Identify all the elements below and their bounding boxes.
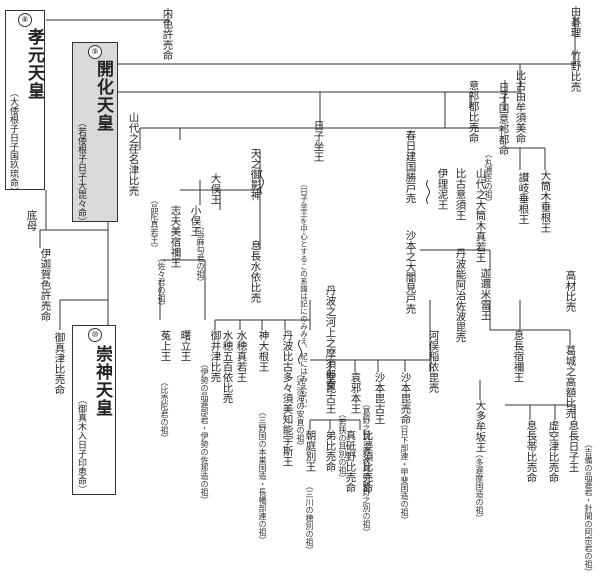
person-igahime: 伊迦賀色許売命 xyxy=(39,248,52,322)
note-hikoimasu: （日子坐王を中心とするこの系譜は記にのみみえ、紀にはみえない） xyxy=(299,180,309,413)
person-takaki: 高材比売 xyxy=(564,270,577,312)
note-yamashiro: （品陀真若王） xyxy=(150,196,159,252)
person-akerutachi: 曙立王 xyxy=(179,330,192,362)
person-hikokunibuku: 日子国意祁都命 xyxy=(497,82,510,156)
person-okine: 大俣王 xyxy=(209,173,222,205)
note-saohiko: （葛野之別・近淡海の蚊野之別の祖） xyxy=(362,400,371,536)
emperor-number-kogen: ⑧ xyxy=(18,13,32,27)
person-sekkiyama: 底母 xyxy=(25,210,38,231)
person-otohime: 弟比売命 xyxy=(324,430,337,472)
person-yamashiro2: 山代之大筒木真若王 xyxy=(474,168,487,263)
note-okinagahiko: （吉備の品遅君・針間の阿宗君の祖） xyxy=(584,440,593,576)
note-kuru: （丸邇臣の祖） xyxy=(484,150,493,206)
person-unakami: 菟上王 xyxy=(159,330,172,362)
emperor-name-kogen: 孝元天皇 xyxy=(24,28,44,100)
person-uchishikome: 内色許売命 xyxy=(161,8,174,61)
emperor-number-sujin: ⑩ xyxy=(88,328,102,342)
person-okinagamizuyori: 息長水依比売 xyxy=(249,240,262,303)
person-ibarami: 伊理泥王 xyxy=(436,168,449,210)
person-hibasu: 比婆須比売命 xyxy=(361,430,374,493)
genealogy-lines xyxy=(39,12,576,430)
note-unakami: （比売陀君の祖） xyxy=(160,378,169,442)
emperor-number-kaika: ⑨ xyxy=(88,45,102,59)
person-mimatsu: 御井津比売 xyxy=(209,330,222,383)
note-hiko: （日下部連・甲斐国造の祖） xyxy=(400,420,409,524)
emperor-name-kaika: 開化天皇 xyxy=(93,60,113,132)
person-mimaki: 御真津比売命 xyxy=(53,332,66,395)
person-saoyasa: 袁邪本王 xyxy=(349,372,362,414)
person-sao: 沙本之大闇見戸売 xyxy=(404,230,417,314)
note-asakura: （三川の穂別の祖） xyxy=(305,482,314,554)
person-okinaga: 息長帯比売命 xyxy=(525,420,538,483)
emperor-box-sujin xyxy=(72,325,116,495)
note-akerutachi: （伊勢の品遅部君・伊勢の佐那造の祖） xyxy=(200,360,209,504)
person-amenomikage: 天之御影神 xyxy=(249,148,262,201)
emperor-box-kaika xyxy=(72,42,118,222)
person-mizuhomawaka: 水穂真若王 xyxy=(235,330,248,383)
person-tanbahikotata: 丹波比古多々須美知能宇斯王 xyxy=(281,330,294,467)
emperor-box-kogen xyxy=(5,10,45,190)
person-sahohime: 沙本毘売命 xyxy=(399,372,412,425)
emperor-name-sujin: 崇神天皇 xyxy=(92,345,112,417)
person-omata: 小俣王 xyxy=(189,205,202,237)
person-hikoyumusumi: 比古由牟須美命 xyxy=(514,70,527,144)
person-katsuraki: 葛城之高額比売 xyxy=(564,345,577,419)
person-kamuoone: 神大根王 xyxy=(257,330,270,372)
emperor-note-kaika: （若倭根子日子大毘々命） xyxy=(76,118,86,226)
person-magano: 真砥野比売命 xyxy=(344,430,357,493)
note-mizuhomawaka: （近淡海の安直の祖） xyxy=(296,370,305,450)
person-shinomi: 志夫美宿禰王 xyxy=(169,205,182,268)
note-kamuoone: （三野国の本巣国造・長幡部連の祖） xyxy=(258,408,267,544)
emperor-note-sujin: （御真木入日子印恵命） xyxy=(76,395,86,494)
person-saohiko: 沙本毘古王 xyxy=(373,372,386,425)
note-shinomi: （佐々君の祖） xyxy=(157,254,166,310)
person-mizuhoio: 水穂五百依比売 xyxy=(221,330,234,404)
person-ookutsuki: 大筒木垂根王 xyxy=(539,170,552,233)
note-okine: （当麻勾君の祖） xyxy=(196,222,205,286)
person-asakura: 朝庭別王 xyxy=(304,430,317,472)
person-kasuga: 春日建国勝戸売 xyxy=(404,130,417,204)
person-yamashiro: 山代之荏名津比売 xyxy=(127,112,140,196)
emperor-note-kogen: （大倭根子日子国玖琉命） xyxy=(8,88,18,196)
person-yamato: 大多牟坂王 xyxy=(474,400,487,453)
person-hohime: 河俣稲依毘売 xyxy=(427,330,440,393)
person-okinagasukune: 息長宿禰王 xyxy=(512,330,525,383)
person-tanbahime: 丹波之河上之摩須郎女 xyxy=(324,285,337,390)
person-sawajiri: 室毘古王 xyxy=(324,372,337,414)
note-sawajiri: （若狭の耳別の祖） xyxy=(338,410,347,482)
person-okinagahiko: 息長日子王 xyxy=(567,420,580,473)
person-sanuki: 讃岐垂根王 xyxy=(517,172,530,225)
person-kanimekaduchi: 迦邇米雷王 xyxy=(479,268,492,321)
person-hikoosu: 比古意須王 xyxy=(454,168,467,221)
person-takeno: 竹野比売 xyxy=(569,50,582,92)
person-yugeri: 由碁理 xyxy=(569,6,582,38)
person-ookinoiri: 意祁都比売命 xyxy=(467,80,480,143)
person-toyohime: 虚空津比売命 xyxy=(547,420,560,483)
person-tanba: 丹波能阿治佐波毘売 xyxy=(454,248,467,343)
person-hikoimasu: 日子坐王 xyxy=(312,120,325,162)
note-yamato: （多遅摩国造の祖） xyxy=(475,450,484,522)
